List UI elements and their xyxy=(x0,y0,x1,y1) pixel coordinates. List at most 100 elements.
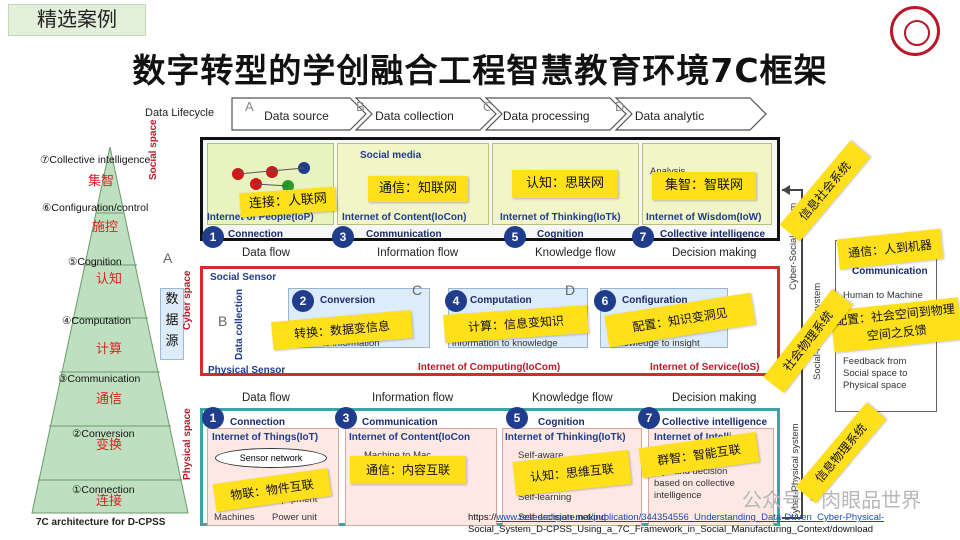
lifecycle-stage-a: A Data source xyxy=(245,98,329,116)
letter-b: B xyxy=(218,313,227,329)
right-feedback-2: Social space to xyxy=(843,368,907,379)
iot-item-power: Power unit xyxy=(272,512,317,523)
pyramid-level-6: ⑥Configuration/control xyxy=(42,202,148,214)
pyramid-level-2-cn: 变换 xyxy=(96,434,122,453)
social-sensor-label: Social Sensor xyxy=(210,272,276,283)
iotk-phys-title: Internet of Thinking(IoTk) xyxy=(505,432,626,443)
cyber-step-6-badge: 6 xyxy=(594,290,616,312)
flow-bottom-decision: Decision making xyxy=(672,392,756,404)
social-step-1-label: Connection xyxy=(228,229,283,240)
footer-url-link[interactable]: www.researchgate.net/publication/3443545… xyxy=(497,512,885,523)
physical-space-label: Physical space xyxy=(182,408,193,480)
stage-label: Data analytic xyxy=(635,109,704,123)
source-box: 数 据 源 xyxy=(160,288,184,360)
sticky-feedback-text: 配置：社会空间到物理空间之反馈 xyxy=(835,302,956,343)
cyber-step-4-badge: 4 xyxy=(445,290,467,312)
footer-url-prefix: https:// xyxy=(468,512,497,523)
source-cn-2: 据 xyxy=(161,310,183,331)
right-feedback-1: Feedback from xyxy=(843,356,906,367)
university-logo xyxy=(890,6,940,56)
sensor-network-label: Sensor network xyxy=(240,453,303,463)
iow-item-3: intelligence xyxy=(654,490,702,501)
social-step-3-label: Communication xyxy=(366,229,442,240)
pyramid-level-5: ⑤Cognition xyxy=(68,256,122,268)
right-feedback-3: Physical space xyxy=(843,380,906,391)
pyramid-level-6-cn: 施控 xyxy=(92,216,118,235)
social-step-3-badge: 3 xyxy=(332,226,354,248)
letter-c: C xyxy=(412,282,422,298)
pyramid-level-7: ⑦Collective intelligence xyxy=(40,154,150,166)
lifecycle-stage-d: D Data analytic xyxy=(615,98,704,116)
phys-step-3-label: Communication xyxy=(362,417,438,428)
phys-step-7-badge: 7 xyxy=(638,407,660,429)
pyramid-level-3-cn: 通信 xyxy=(96,388,122,407)
pyramid-level-4: ④Computation xyxy=(62,315,131,327)
pyramid-level-7-cn: 集智 xyxy=(88,170,114,189)
pyramid-caption: 7C architecture for D-CPSS xyxy=(36,517,165,528)
social-media-label: Social media xyxy=(360,150,421,161)
phys-step-5-badge: 5 xyxy=(506,407,528,429)
flow-bottom-knowledge: Knowledge flow xyxy=(532,392,613,404)
iocom-label: Internet of Computing(IoCom) xyxy=(418,362,560,373)
social-space-label: Social space xyxy=(148,119,159,180)
lifecycle-stage-b: B Data collection xyxy=(356,98,454,116)
phys-step-1-label: Connection xyxy=(230,417,285,428)
flow-bottom-data: Data flow xyxy=(242,392,290,404)
iotk-caption: Internet of Thinking(IoTk) xyxy=(500,212,621,223)
social-step-1-badge: 1 xyxy=(202,226,224,248)
lifecycle-label: Data Lifecycle xyxy=(145,107,214,119)
stage-letter: D xyxy=(615,99,624,114)
phys-step-1-badge: 1 xyxy=(202,407,224,429)
flow-top-information: Information flow xyxy=(377,247,458,259)
stage-label: Data collection xyxy=(375,109,454,123)
iose-label: Internet of Service(IoS) xyxy=(650,362,759,373)
slide-title: 数字转型的学创融合工程智慧教育环境7C框架 xyxy=(0,44,960,92)
letter-d: D xyxy=(565,282,575,298)
stage-letter: A xyxy=(245,99,254,114)
pyramid-level-5-cn: 认知 xyxy=(96,268,122,287)
cyber-step-2-label: Conversion xyxy=(320,295,375,306)
iow-item-2: based on collective xyxy=(654,478,735,489)
iocon-caption: Internet of Content(IoCon) xyxy=(342,212,466,223)
lifecycle-stage-c: C Data processing xyxy=(483,98,590,116)
source-letter: A xyxy=(163,250,172,266)
watermark: 公众号 · 肉眼品世界 xyxy=(742,484,921,513)
phys-step-3-badge: 3 xyxy=(335,407,357,429)
phys-step-7-label: Collective intelligence xyxy=(662,417,767,428)
stage-letter: C xyxy=(483,99,492,114)
iot-item-machines: Machines xyxy=(214,512,255,523)
cyber-space-label: Cyber space xyxy=(182,271,193,330)
iocon-phys-title: Internet of Content(IoCon xyxy=(349,432,470,443)
sensor-network-oval: Sensor network xyxy=(215,448,327,468)
stage-label: Data source xyxy=(264,109,329,123)
social-step-5-badge: 5 xyxy=(504,226,526,248)
pyramid-level-4-cn: 计算 xyxy=(96,338,122,357)
flow-top-decision: Decision making xyxy=(672,247,756,259)
pyramid-level-1-cn: 连接 xyxy=(96,490,122,509)
social-step-7-label: Collective intelligence xyxy=(660,229,765,240)
data-collection-label: Data collection xyxy=(234,289,245,360)
right-h2m: Human to Machine xyxy=(843,290,923,301)
cyber-step-2-badge: 2 xyxy=(292,290,314,312)
iot-title: Internet of Things(IoT) xyxy=(212,432,318,443)
sticky-iocon: 通信：内容互联 xyxy=(350,456,466,484)
footer-url: https://www.researchgate.net/publication… xyxy=(468,512,884,536)
sticky-communication: 通信：知联网 xyxy=(368,176,468,202)
social-step-5-label: Cognition xyxy=(537,229,584,240)
sticky-wisdom: 集智：智联网 xyxy=(652,172,756,200)
stage-letter: B xyxy=(356,99,365,114)
phys-step-5-label: Cognition xyxy=(538,417,585,428)
right-communication: Communication xyxy=(852,266,928,277)
pyramid-level-3: ③Communication xyxy=(58,373,140,385)
physical-sensor-label: Physical Sensor xyxy=(208,365,285,376)
source-cn-1: 数 xyxy=(161,289,183,310)
section-tag: 精选案例 xyxy=(8,4,146,36)
source-cn-3: 源 xyxy=(161,331,183,352)
flow-top-data: Data flow xyxy=(242,247,290,259)
iow-caption: Internet of Wisdom(IoW) xyxy=(646,212,761,223)
flow-bottom-information: Information flow xyxy=(372,392,453,404)
flow-top-knowledge: Knowledge flow xyxy=(535,247,616,259)
cyber-step-4-label: Computation xyxy=(470,295,532,306)
footer-url-rest: Social_System_D-CPSS_Using_a_7C_Framewor… xyxy=(468,524,873,535)
